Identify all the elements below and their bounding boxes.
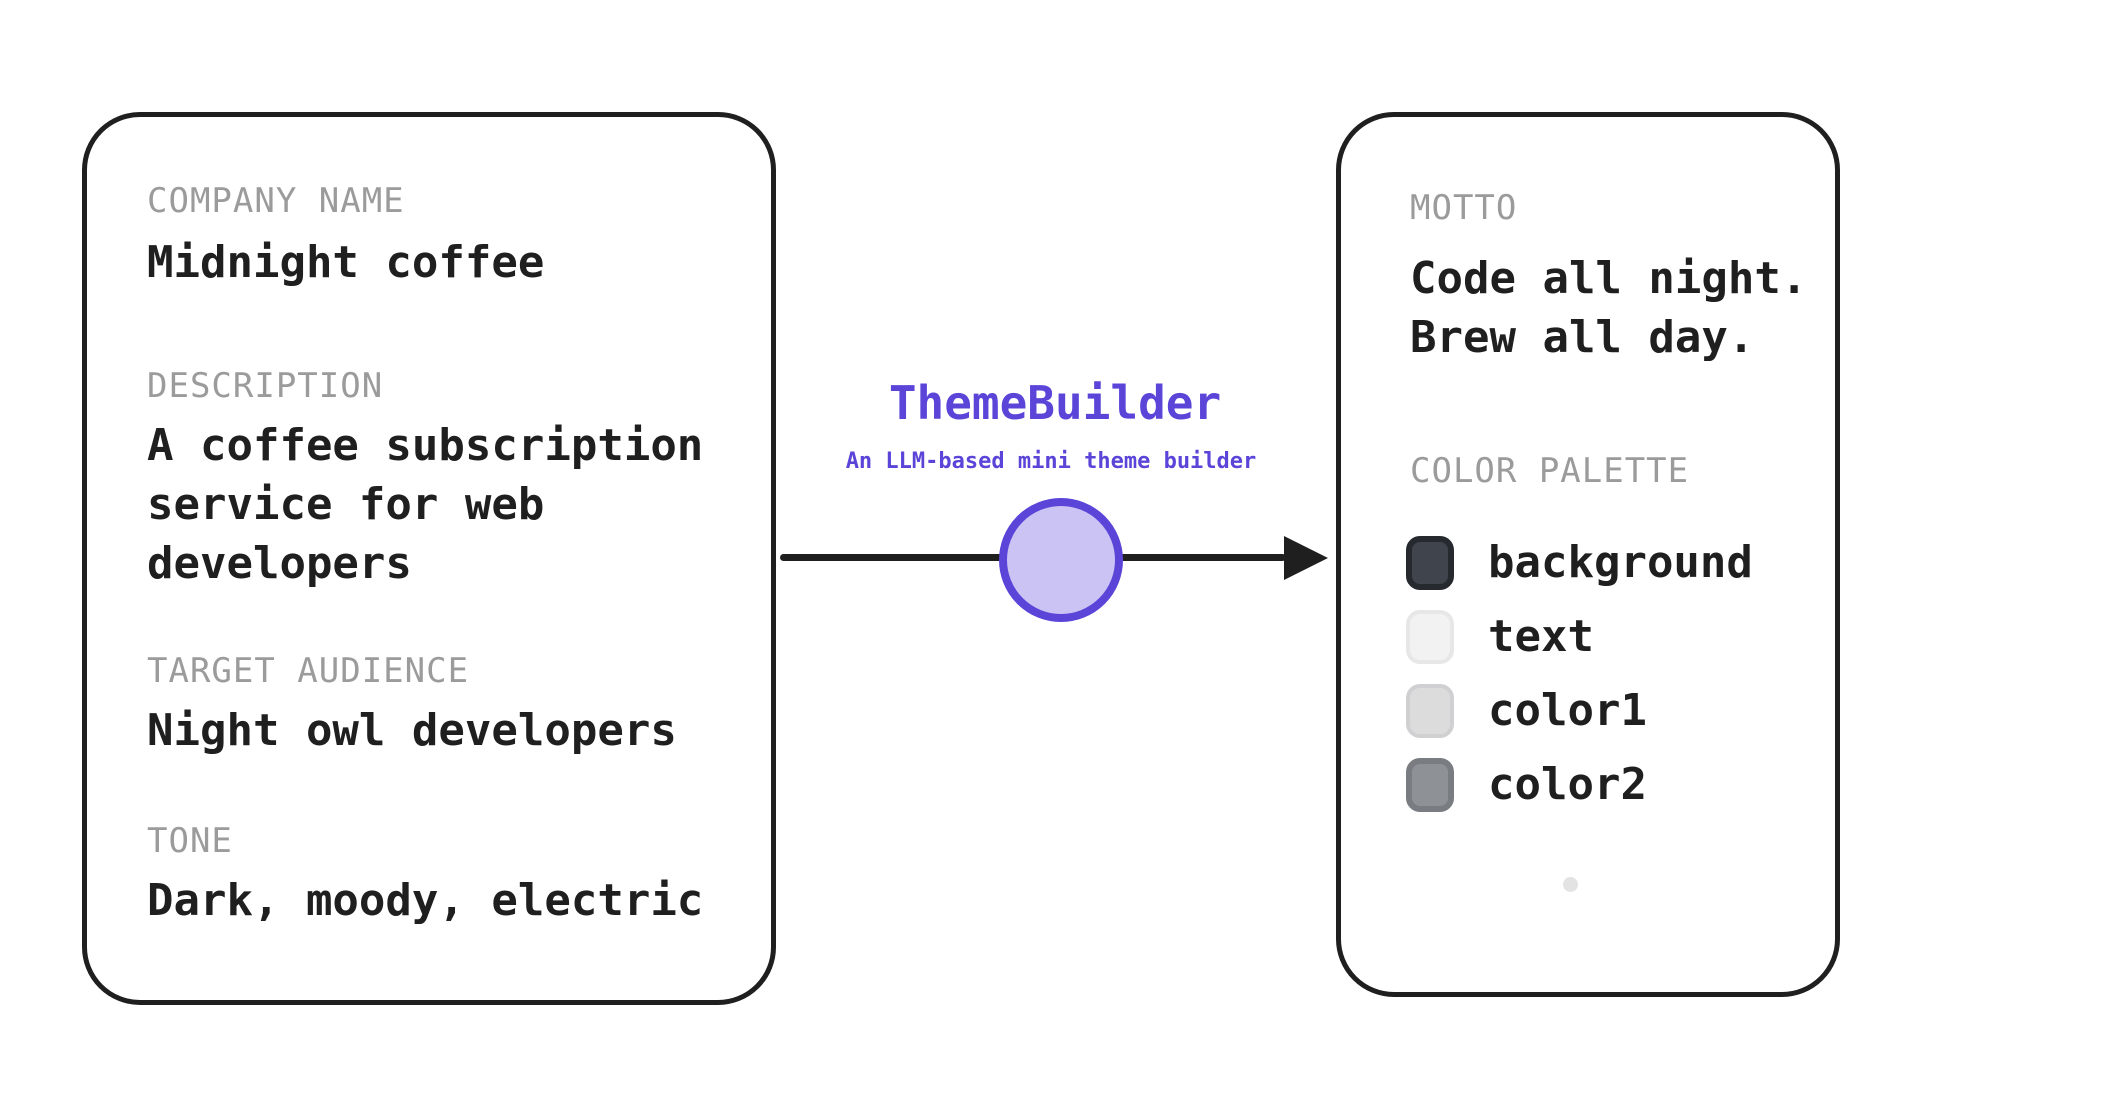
motto-text: Code all night. Brew all day. xyxy=(1410,249,1807,367)
field-value-target-audience: Night owl developers xyxy=(147,705,677,756)
field-value-description: A coffee subscription service for web de… xyxy=(147,420,704,589)
input-card: COMPANY NAME Midnight coffee DESCRIPTION… xyxy=(82,112,776,1005)
color-swatch-background xyxy=(1406,536,1454,590)
output-card: MOTTO Code all night. Brew all day. COLO… xyxy=(1336,112,1840,997)
palette-item-label: color2 xyxy=(1488,759,1647,810)
palette-row: color1 xyxy=(1406,684,1753,738)
field-label-tone: TONE xyxy=(147,821,233,861)
motto-line: Brew all day. xyxy=(1410,312,1755,363)
color-swatch-text xyxy=(1406,610,1454,664)
palette-item-label: text xyxy=(1488,611,1594,662)
palette-row: color2 xyxy=(1406,758,1753,812)
stray-dot xyxy=(1563,877,1578,892)
motto-label: MOTTO xyxy=(1410,188,1518,228)
field-label-description: DESCRIPTION xyxy=(147,366,384,406)
color-swatch-color2 xyxy=(1406,758,1454,812)
flow-arrow-head-icon xyxy=(1284,536,1328,580)
palette-label: COLOR PALETTE xyxy=(1410,451,1690,491)
builder-subtitle: An LLM-based mini theme builder xyxy=(845,449,1257,474)
field-value-tone: Dark, moody, electric xyxy=(147,875,704,926)
field-value-company-name: Midnight coffee xyxy=(147,237,545,288)
field-label-company-name: COMPANY NAME xyxy=(147,181,405,221)
palette-item-label: background xyxy=(1488,537,1753,588)
field-label-target-audience: TARGET AUDIENCE xyxy=(147,651,470,691)
color-swatch-color1 xyxy=(1406,684,1454,738)
color-palette-list: background text color1 color2 xyxy=(1406,536,1753,832)
builder-node-circle xyxy=(999,498,1123,622)
palette-row: background xyxy=(1406,536,1753,590)
palette-item-label: color1 xyxy=(1488,685,1647,736)
palette-row: text xyxy=(1406,610,1753,664)
builder-title: ThemeBuilder xyxy=(888,376,1222,430)
motto-line: Code all night. xyxy=(1410,253,1808,304)
